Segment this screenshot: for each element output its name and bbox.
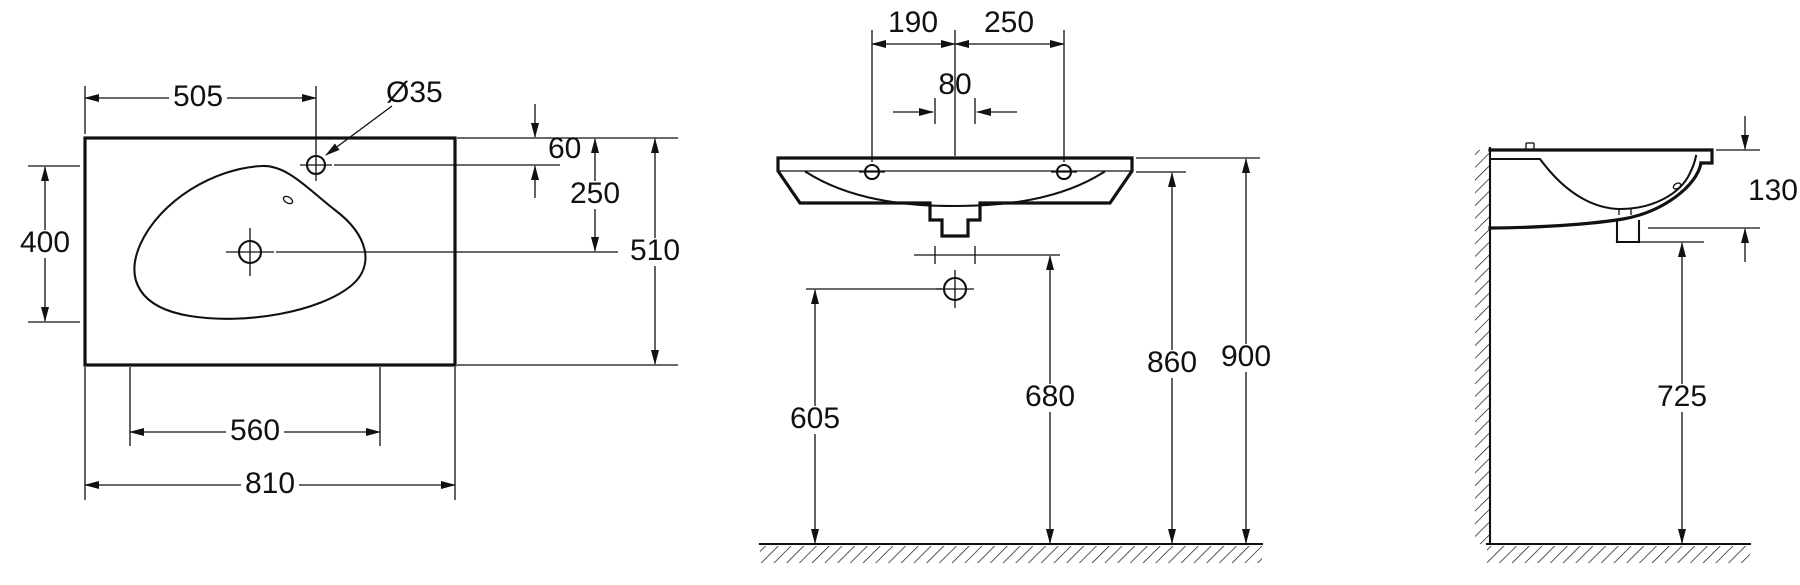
front-view: 190 250 80 605 [758,6,1275,563]
dimension-400: 400 [16,165,80,323]
dimension-60: 60 [531,104,581,198]
left-deck-hole [859,163,885,181]
dimension-80: 80 [893,68,1017,124]
overflow-side [1672,182,1682,190]
trap-outlet-symbol [936,270,974,308]
dim-510-label: 510 [630,234,680,267]
dim-80-label: 80 [938,68,971,101]
dim-810-label: 810 [245,467,295,500]
dimension-725: 725 [1640,241,1711,544]
dimension-130: 130 [1648,116,1798,262]
dim-680-label: 680 [1025,380,1075,413]
floor-side [1485,542,1752,563]
dimension-860: 860 [1136,171,1201,544]
floor-front [758,542,1264,563]
dimension-680: 680 [1021,255,1079,544]
dimension-250-plan: 250 [566,138,624,252]
basin-side-underside [1488,161,1703,230]
dim-900-label: 900 [1221,340,1271,373]
dimension-900: 900 [1136,157,1275,544]
dim-190-label: 190 [888,6,938,39]
basin-bowl-outline [133,164,367,320]
floor-hatch-side [1487,546,1750,563]
plan-view: 505 Ø35 60 250 510 [16,76,684,500]
dim-400-label: 400 [20,226,70,259]
fixing-bolt-holes [914,246,1060,264]
side-view: 130 725 [1475,116,1798,563]
dimension-510: 510 [626,138,684,365]
dimension-505: 505 [84,80,317,150]
dimension-190-250: 190 250 [871,6,1065,162]
drain-stub [1615,209,1641,244]
dim-860-label: 860 [1147,346,1197,379]
dim-605-label: 605 [790,402,840,435]
dim-725-label: 725 [1657,380,1707,413]
dim-505-label: 505 [173,80,223,113]
basin-front-outline [776,156,1134,238]
dimension-560: 560 [129,367,381,447]
dimension-810: 810 [84,367,456,500]
bowl-side-curve [1488,154,1698,211]
floor-hatch-front [760,546,1262,563]
wall-hatch [1475,150,1490,544]
dim-130-label: 130 [1748,174,1798,207]
dimension-605: 605 [786,288,942,544]
tap-hole-section [1525,142,1535,150]
drain-symbol [226,228,274,276]
dim-60-label: 60 [548,132,581,165]
bowl-front-curve [804,170,1106,208]
dim-250-front-label: 250 [984,6,1034,39]
overflow-hole [282,195,294,205]
dim-dia35-label: Ø35 [386,76,443,109]
dimension-dia35: Ø35 [325,76,443,156]
dim-250-plan-label: 250 [570,177,620,210]
dim-560-label: 560 [230,414,280,447]
basin-side-top [1488,148,1714,165]
right-deck-hole [1051,163,1077,181]
faucet-hole-symbol [300,150,332,181]
